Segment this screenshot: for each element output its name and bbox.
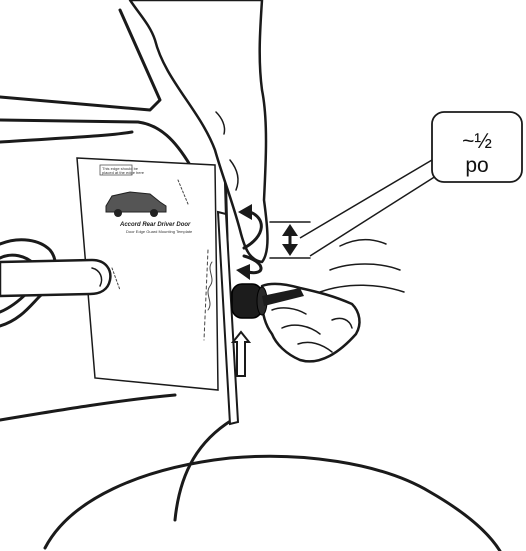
door-beltline <box>0 132 132 142</box>
template-top-note-2: placed at the edge here <box>102 170 145 175</box>
motion-line-2 <box>320 285 404 292</box>
measure-head-up <box>282 224 298 236</box>
callout-leader <box>300 160 436 256</box>
callout-line-2: po <box>465 154 488 177</box>
measure-head-down <box>282 244 298 256</box>
template-title: Accord Rear Driver Door <box>119 222 191 228</box>
rocker-line <box>0 395 175 420</box>
wheel-arch <box>45 456 500 551</box>
pointing-finger <box>0 260 110 296</box>
motion-line-3 <box>340 240 386 246</box>
edge-guard-strip <box>218 212 238 424</box>
edge-guard <box>218 212 238 424</box>
template-subtitle: Door Edge Guard Mounting Template <box>126 229 193 234</box>
leader-line-1 <box>310 176 436 256</box>
finger-shape <box>0 260 110 296</box>
door-bottom-curve <box>175 420 232 520</box>
callout-gap <box>433 150 437 170</box>
leader-line-2 <box>300 160 432 238</box>
motion-line-1 <box>330 264 400 270</box>
measurement-callout: ~½ po <box>432 112 522 182</box>
window-frame-line <box>0 10 160 110</box>
curved-arrow-bottom-head <box>236 264 250 280</box>
double-headed-arrow-icon <box>270 222 310 258</box>
callout-line-1: ~½ <box>462 130 492 153</box>
